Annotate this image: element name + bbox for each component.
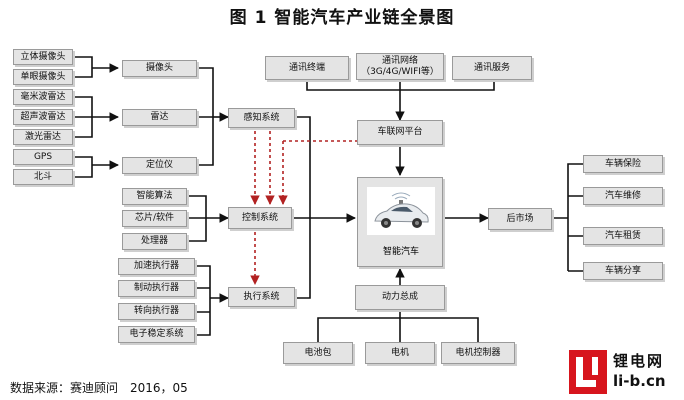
smart-car-label: 智能汽车	[382, 247, 419, 257]
chip-software-node: 芯片/软件	[122, 210, 187, 227]
stereo-camera-node: 立体摄像头	[13, 49, 73, 65]
perception-system-node: 感知系统	[228, 108, 295, 128]
comm-network-sub-label: （3G/4G/WIFI等）	[361, 66, 439, 77]
control-system-node: 控制系统	[228, 207, 292, 229]
steering-actuator-node: 转向执行器	[118, 303, 195, 320]
logo-name: 锂电网	[613, 352, 665, 370]
site-logo: 锂电网 li-b.cn	[569, 350, 677, 396]
data-source-note: 数据来源：赛迪顾问 2016，05	[10, 381, 188, 395]
battery-pack-node: 电池包	[283, 342, 353, 364]
car-sharing-node: 车辆分享	[583, 262, 663, 280]
comm-service-node: 通讯服务	[452, 56, 532, 80]
camera-group-node: 摄像头	[122, 60, 197, 77]
iov-platform-node: 车联网平台	[357, 120, 443, 145]
comm-network-node: 通讯网络 （3G/4G/WIFI等）	[356, 53, 444, 80]
beidou-node: 北斗	[13, 169, 73, 185]
radar-group-node: 雷达	[122, 109, 197, 126]
comm-terminal-node: 通讯终端	[265, 56, 349, 80]
brake-actuator-node: 制动执行器	[118, 280, 195, 297]
logo-mark-icon	[569, 350, 607, 394]
smart-algorithm-node: 智能算法	[122, 188, 187, 205]
powertrain-assembly-node: 动力总成	[355, 285, 445, 310]
car-repair-node: 汽车维修	[583, 187, 663, 205]
car-rental-node: 汽车租赁	[583, 227, 663, 245]
motor-controller-node: 电机控制器	[441, 342, 515, 364]
laser-radar-node: 激光雷达	[13, 129, 73, 145]
accel-actuator-node: 加速执行器	[118, 258, 195, 275]
mono-camera-node: 单眼摄像头	[13, 69, 73, 85]
motor-node: 电机	[365, 342, 435, 364]
mmwave-radar-node: 毫米波雷达	[13, 89, 73, 105]
car-image	[367, 187, 435, 235]
comm-network-label: 通讯网络	[381, 55, 418, 66]
esc-system-node: 电子稳定系统	[118, 326, 195, 343]
aftermarket-node: 后市场	[488, 208, 552, 230]
execution-system-node: 执行系统	[228, 287, 295, 307]
locator-group-node: 定位仪	[122, 157, 197, 174]
ultrasonic-radar-node: 超声波雷达	[13, 109, 73, 125]
gps-node: GPS	[13, 149, 73, 165]
diagram-title: 图 1 智能汽车产业链全景图	[229, 8, 455, 28]
car-icon	[374, 192, 429, 228]
processor-node: 处理器	[122, 233, 187, 250]
logo-domain: li-b.cn	[613, 372, 666, 390]
vehicle-insurance-node: 车辆保险	[583, 155, 663, 173]
smart-car-node: 智能汽车	[357, 177, 443, 267]
